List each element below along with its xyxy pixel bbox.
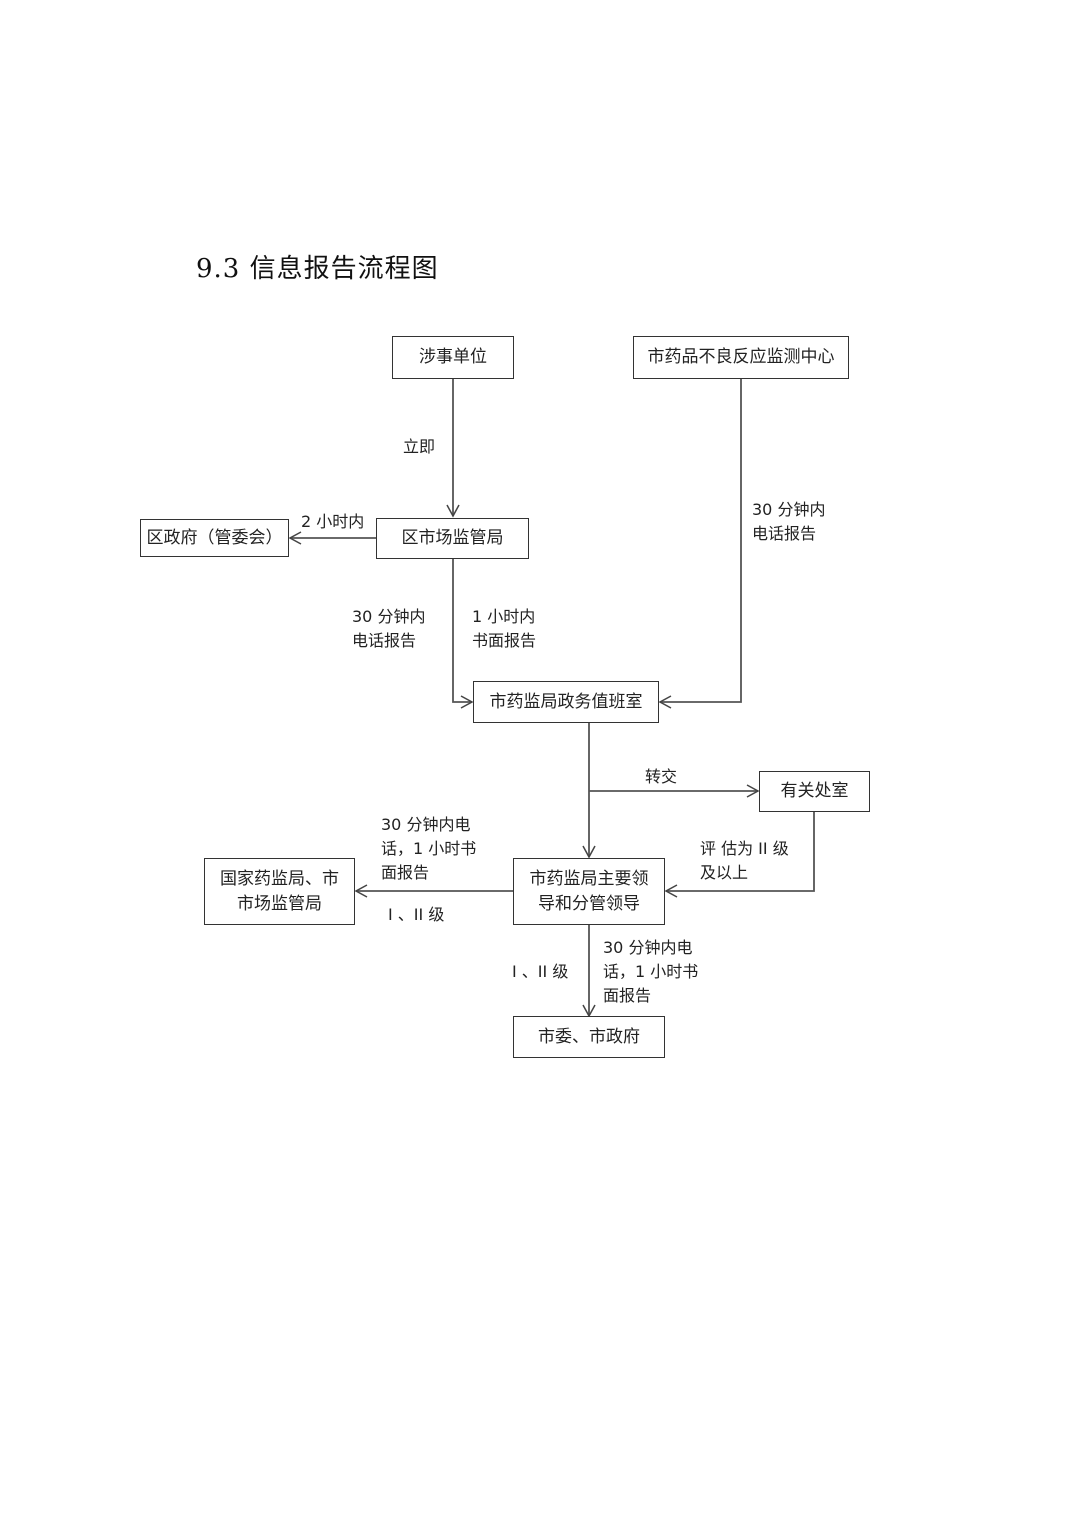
edge-label-assessed: 评 估为 II 级 及以上 [700,839,789,882]
node-city-committee-gov: 市委、市政府 [513,1016,665,1058]
node-related-office: 有关处室 [759,771,870,812]
edge-label-committee-level: I 、II 级 [512,962,569,981]
edge-label-committee-report: 30 分钟内电 话，1 小时书 面报告 [603,938,699,1005]
edge-label-transfer: 转交 [645,767,678,786]
edge-label-national-level: I 、II 级 [388,905,445,924]
edge-label-district-phone: 30 分钟内 电话报告 [352,607,426,650]
edge-label-adr-phone: 30 分钟内 电话报告 [752,500,826,543]
edge-adr-to-duty [658,378,742,709]
edge-label-national-report: 30 分钟内电 话，1 小时书 面报告 [381,815,477,882]
edge-office-to-leaders [664,811,815,898]
edge-label-district-written: 1 小时内 书面报告 [472,607,537,650]
node-adr-center: 市药品不良反应监测中心 [633,336,849,379]
edge-district-to-duty [452,558,474,709]
edge-label-within-2h: 2 小时内 [301,512,365,531]
edge-label-immediate: 立即 [403,437,436,456]
node-city-leaders: 市药监局主要领 导和分管领导 [513,858,665,925]
node-district-market-bureau: 区市场监管局 [376,518,529,559]
node-district-gov: 区政府（管委会） [140,519,289,557]
page-title: 9.3 信息报告流程图 [196,254,439,284]
node-involved-unit: 涉事单位 [392,336,514,379]
node-national-bureau: 国家药监局、市 市场监管局 [204,858,355,925]
node-city-duty-room: 市药监局政务值班室 [473,681,659,723]
